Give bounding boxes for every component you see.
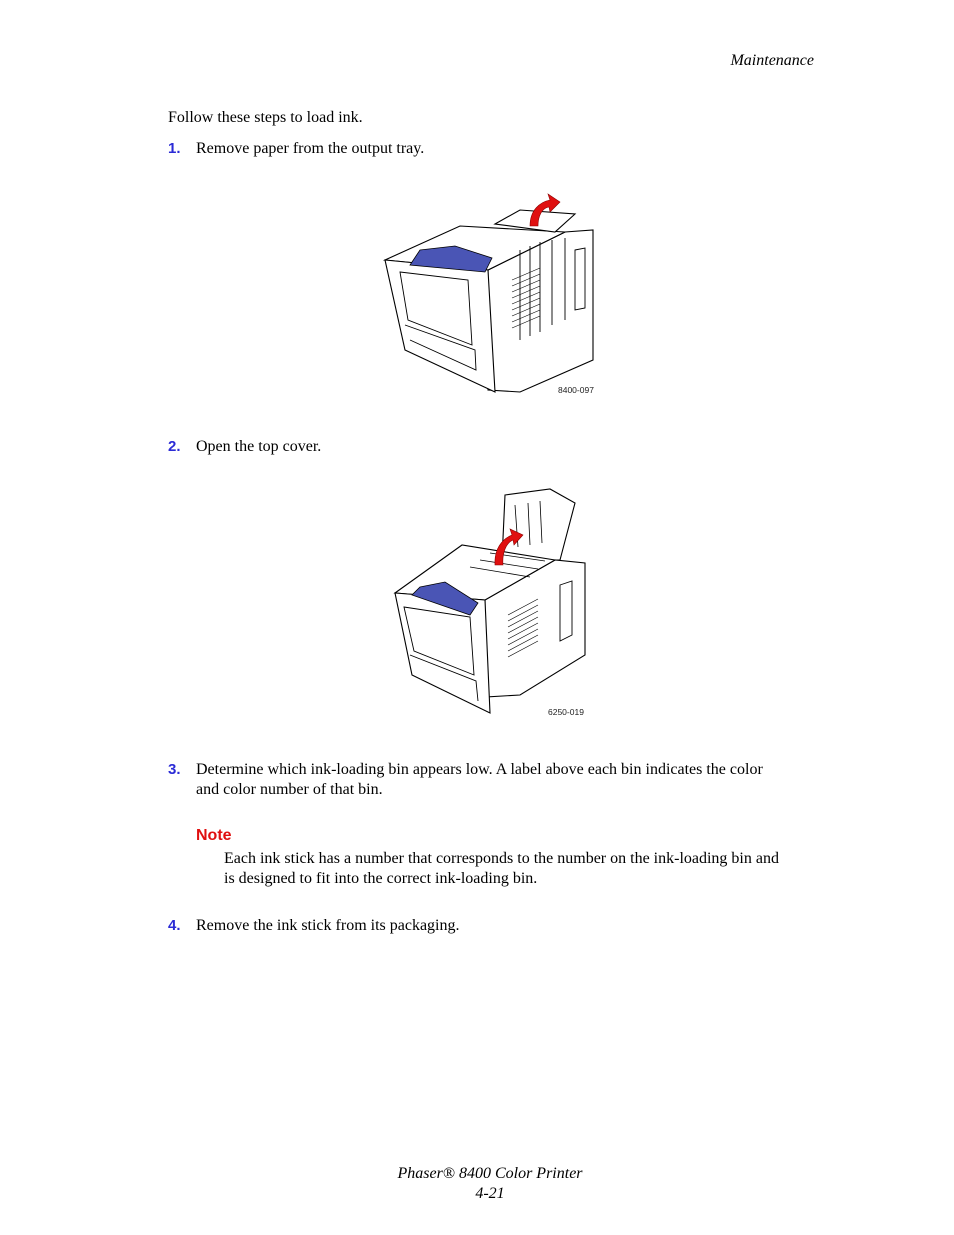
footer-page-number: 4-21 xyxy=(475,1185,505,1202)
step-2-number: 2. xyxy=(168,438,181,455)
step-4-number: 4. xyxy=(168,917,181,934)
step-3-text-line1: Determine which ink-loading bin appears … xyxy=(196,761,763,778)
note-heading: Note xyxy=(196,827,232,844)
note-text-line1: Each ink stick has a number that corresp… xyxy=(224,850,779,867)
footer-product: Phaser® 8400 Color Printer xyxy=(397,1165,583,1182)
step-1-number: 1. xyxy=(168,140,181,157)
intro-text: Follow these steps to load ink. xyxy=(168,109,363,126)
note-text-line2: is designed to fit into the correct ink-… xyxy=(224,870,538,887)
figure-remove-paper xyxy=(382,193,594,393)
step-2-text: Open the top cover. xyxy=(196,438,322,455)
step-3-number: 3. xyxy=(168,761,181,778)
step-4-text: Remove the ink stick from its packaging. xyxy=(196,917,460,934)
figure-open-top-cover xyxy=(393,488,586,714)
running-header: Maintenance xyxy=(730,52,814,69)
step-3-text-line2: and color number of that bin. xyxy=(196,781,383,798)
figure-1-code: 8400-097 xyxy=(558,385,594,395)
figure-2-code: 6250-019 xyxy=(548,707,584,717)
step-1-text: Remove paper from the output tray. xyxy=(196,140,425,157)
